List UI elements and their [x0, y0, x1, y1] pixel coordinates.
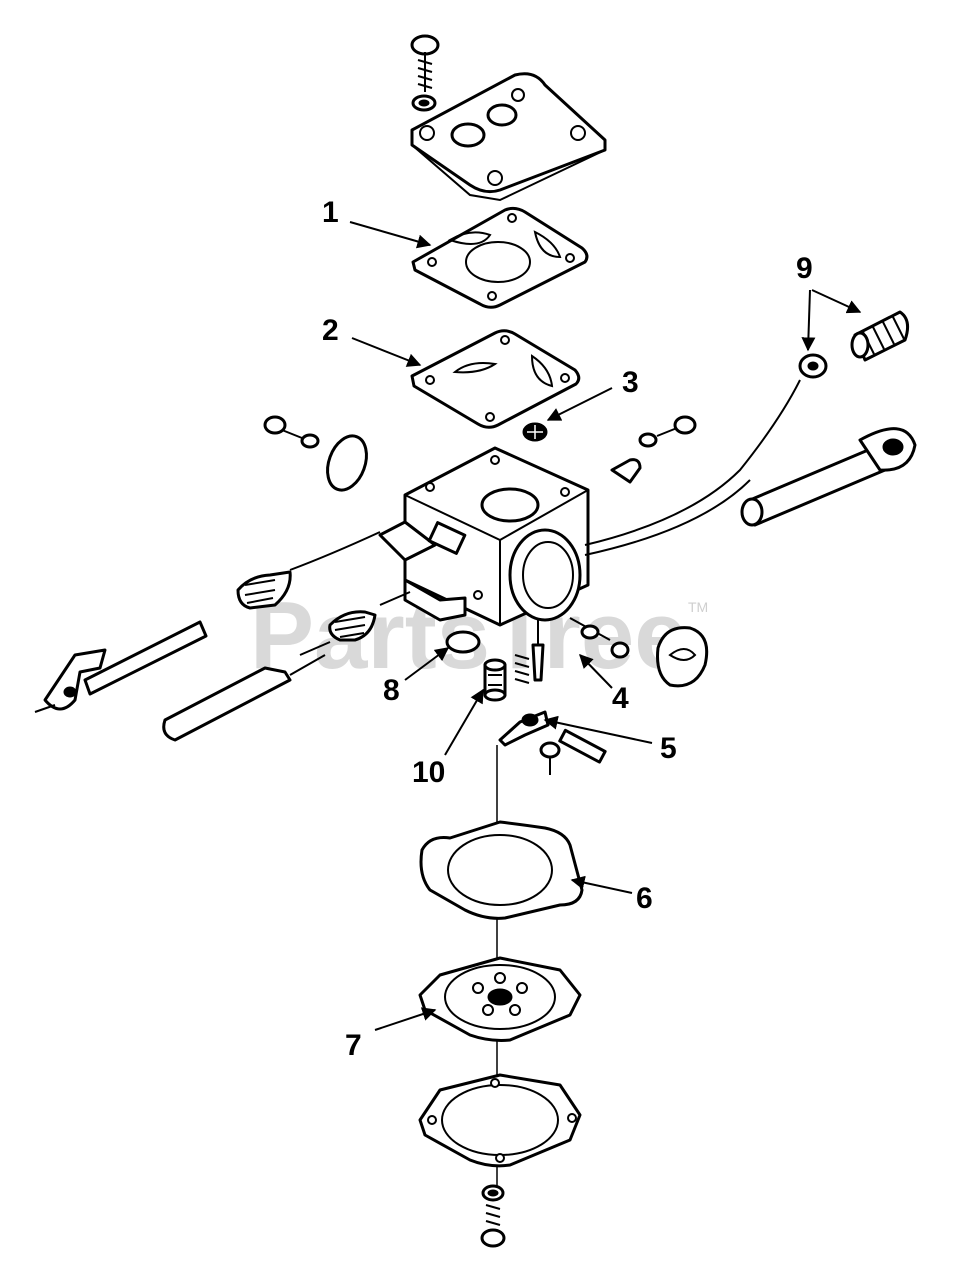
metering-cover — [418, 1073, 582, 1168]
callout-labels: 1 2 3 4 5 6 7 8 9 10 — [322, 196, 813, 1062]
arrow-4 — [579, 653, 613, 689]
arrow-8 — [404, 647, 450, 681]
arrow-9a — [801, 289, 816, 352]
cover-screw — [410, 34, 440, 112]
inlet-needle-and-spring — [514, 620, 545, 684]
callout-8: 8 — [383, 674, 400, 707]
bottom-screw — [480, 1184, 506, 1248]
arrow-9b — [811, 289, 862, 314]
callout-3: 3 — [622, 366, 639, 399]
metering-gasket — [419, 820, 584, 920]
pump-cover — [410, 72, 607, 202]
arrow-1 — [349, 221, 432, 249]
pump-diaphragm — [410, 329, 581, 429]
choke-spring-and-washer — [798, 310, 910, 379]
metering-diaphragm — [418, 956, 582, 1042]
throttle-shaft — [34, 531, 381, 713]
pump-gasket — [411, 206, 589, 309]
lever-screw — [610, 415, 697, 484]
arrow-2 — [351, 337, 422, 367]
welch-plug — [445, 630, 481, 654]
arrow-10 — [444, 688, 484, 756]
callout-7: 7 — [345, 1029, 362, 1062]
callout-6: 6 — [636, 882, 653, 915]
callout-1: 1 — [322, 196, 339, 229]
callout-10: 10 — [412, 756, 445, 789]
callout-9: 9 — [796, 252, 813, 285]
inlet-screen — [522, 422, 548, 442]
adjust-screw — [569, 617, 709, 688]
mixture-needle — [162, 591, 411, 742]
arrow-7 — [374, 1007, 437, 1031]
choke-shaft — [584, 379, 917, 556]
needle-seat — [483, 658, 507, 702]
callout-2: 2 — [322, 314, 339, 347]
throttle-plate-screw — [263, 415, 368, 492]
callout-arrows — [349, 221, 862, 1031]
carburetor-body — [378, 446, 590, 627]
arrow-6 — [570, 875, 633, 894]
arrow-5 — [543, 715, 653, 744]
arrow-3 — [546, 387, 613, 421]
callout-4: 4 — [612, 682, 629, 715]
callout-5: 5 — [660, 732, 677, 765]
watermark-tm: TM — [688, 599, 708, 615]
